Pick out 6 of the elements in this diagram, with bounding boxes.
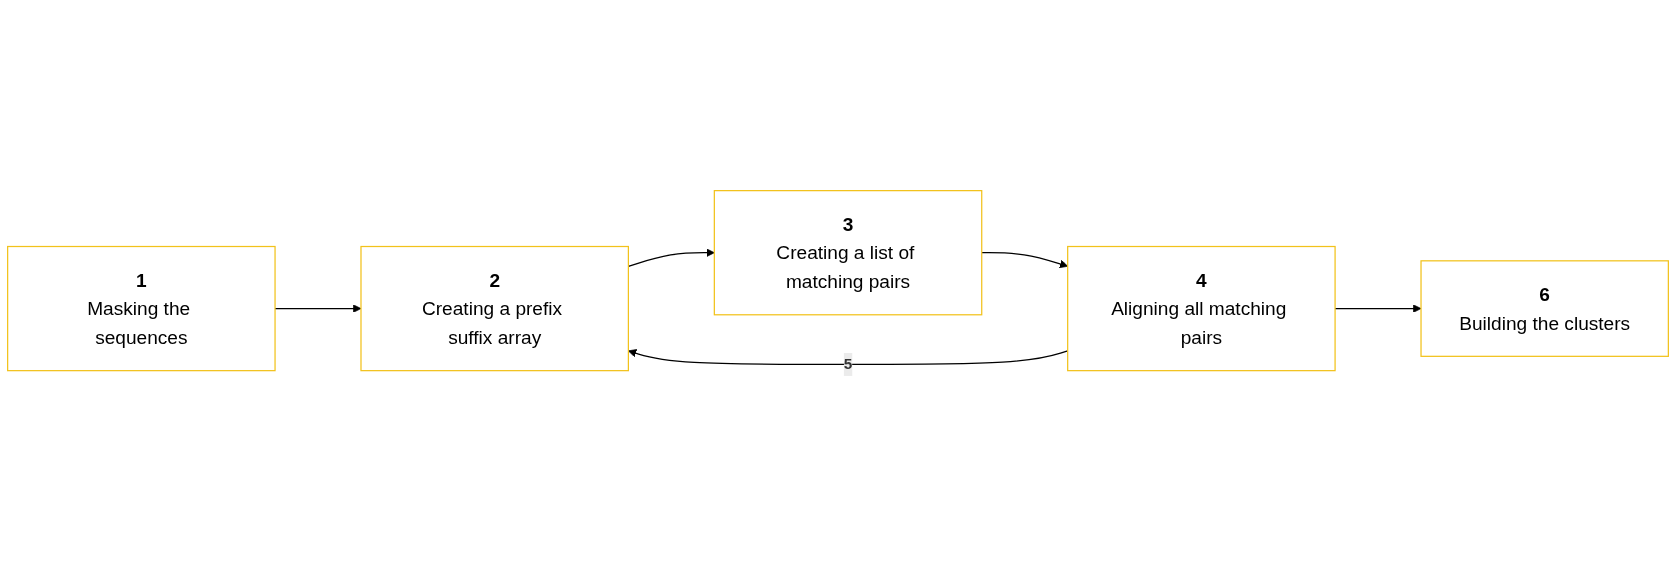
node-box: 2 Creating a prefix suffix array (360, 246, 629, 372)
node-box: 3 Creating a list of matching pairs (713, 190, 983, 316)
edge-label: 5 (843, 356, 853, 373)
node-box: 1 Masking the sequences (7, 246, 276, 372)
node-box: 4 Aligning all matching pairs (1067, 246, 1336, 372)
node-box: 6 Building the clusters (1420, 260, 1669, 358)
